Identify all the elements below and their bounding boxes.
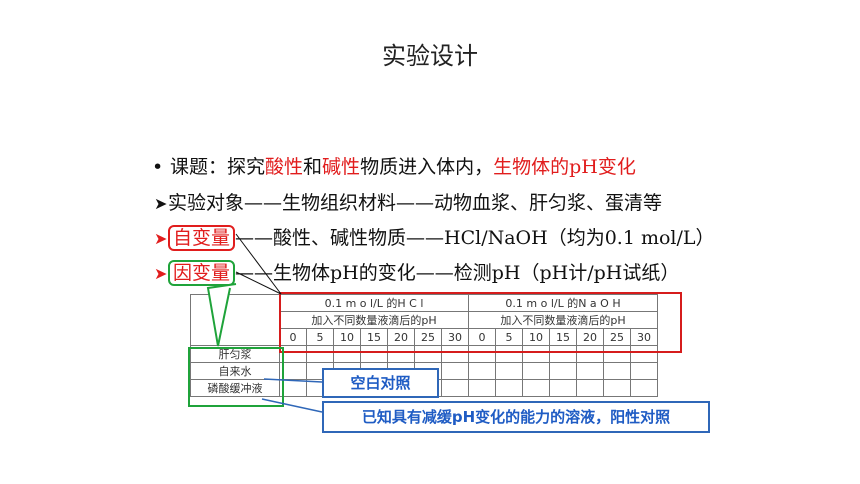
subject-text: 实验对象——生物组织材料——动物血浆、肝匀浆、蛋清等 <box>168 192 663 214</box>
dependent-label: 因变量 <box>168 260 236 286</box>
connector-line <box>263 378 323 383</box>
arrow-bullet-icon: ➤ <box>154 229 168 248</box>
independent-line: ➤自变量——酸性、碱性物质——HCl/NaOH（均为0.1 mol/L） <box>154 223 715 251</box>
blank-control-note: 空白对照 <box>322 368 439 398</box>
topic-middle: 物质进入体内， <box>360 156 494 178</box>
dependent-line: ➤因变量——生物体pH的变化——检测pH（pH计/pH试纸） <box>154 258 680 286</box>
topic-acid: 酸性 <box>265 156 304 178</box>
connector-line <box>235 233 282 295</box>
independent-highlight-box <box>279 292 682 353</box>
drop-count: 10 <box>333 328 361 346</box>
dependent-highlight-box <box>188 347 284 407</box>
topic-prefix: 课题：探究 <box>170 156 266 178</box>
subject-line: ➤实验对象——生物组织材料——动物血浆、肝匀浆、蛋清等 <box>154 188 662 215</box>
callout-pointer <box>206 283 237 347</box>
connector-line <box>235 271 282 295</box>
topic-line: • 课题：探究酸性和碱性物质进入体内，生物体的pH变化 <box>152 152 636 179</box>
naoh-header: 0.1 m o l/L 的N a O H <box>468 294 658 312</box>
topic-organism: 生物体的 <box>493 156 570 178</box>
slide-title: 实验设计 <box>382 42 478 70</box>
row-label: 自来水 <box>190 362 280 380</box>
row-label: 磷酸缓冲液 <box>190 379 280 397</box>
arrow-bullet-icon: ➤ <box>154 264 168 283</box>
bullet-dot: • <box>152 156 164 178</box>
topic-and: 和 <box>303 156 323 178</box>
topic-base: 碱性 <box>322 156 361 178</box>
hcl-drops-header: 加入不同数量液滴后的pH <box>279 311 469 329</box>
positive-control-note: 已知具有减缓pH变化的能力的溶液，阳性对照 <box>322 401 710 433</box>
connector-line <box>261 398 323 413</box>
topic-ph-change: pH变化 <box>569 156 636 178</box>
independent-label: 自变量 <box>168 225 236 251</box>
dependent-text: ——生物体pH的变化——检测pH（pH计/pH试纸） <box>235 262 680 284</box>
arrow-bullet-icon: ➤ <box>154 194 168 213</box>
independent-text: ——酸性、碱性物质——HCl/NaOH（均为0.1 mol/L） <box>235 227 715 249</box>
